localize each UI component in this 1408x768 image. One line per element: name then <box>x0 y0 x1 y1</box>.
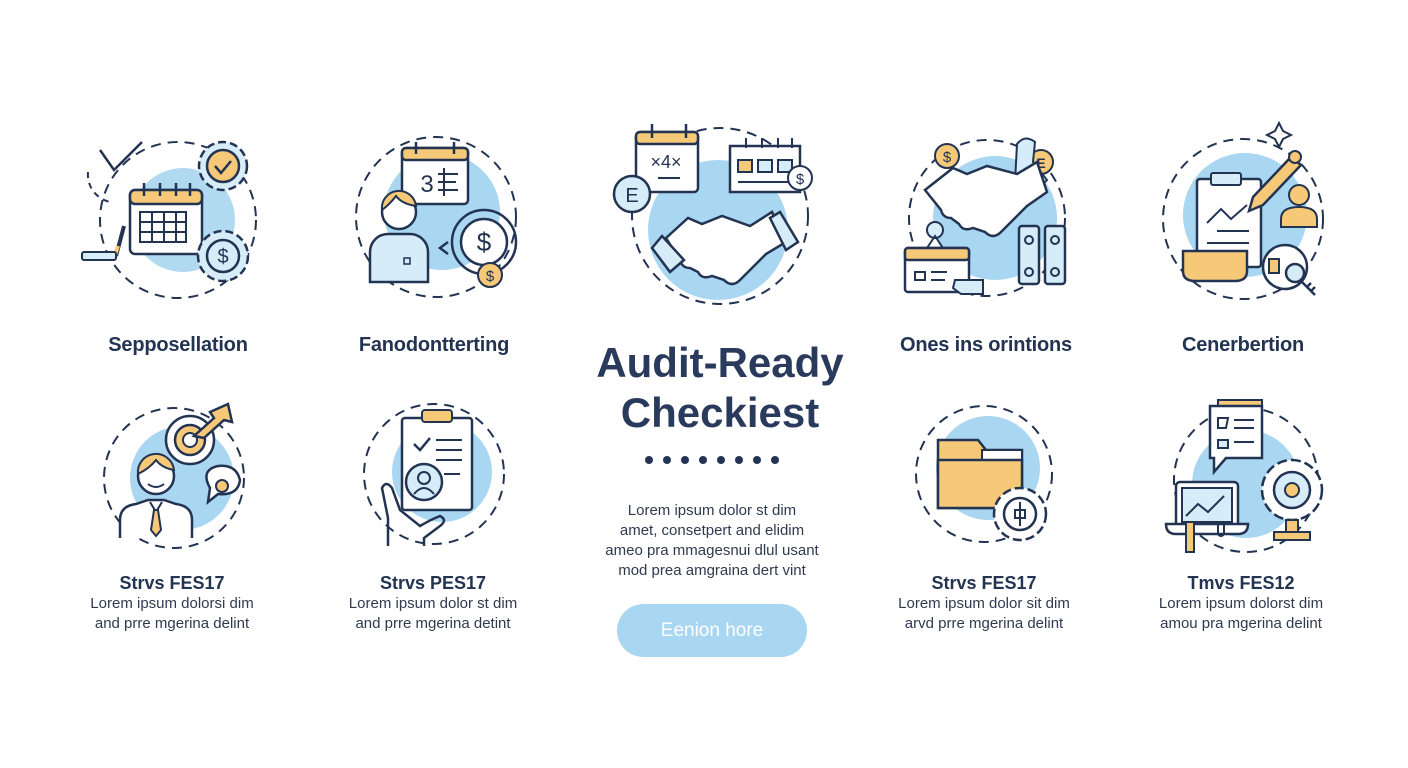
svg-text:×4×: ×4× <box>650 152 681 172</box>
desc-line: ameo pra mmagesnui dlul usant <box>605 542 819 559</box>
clipboard-hand-icon <box>360 400 515 550</box>
dot <box>771 456 779 464</box>
title-line-2: Checkiest <box>620 389 820 436</box>
top-label-1: Sepposellation <box>108 334 248 356</box>
svg-text:$: $ <box>796 171 805 188</box>
top-label-2: Fanodontterting <box>358 334 510 356</box>
top-label-4: Ones ins orintions <box>900 334 1072 356</box>
handshake-calendars-icon: ×4× E $ <box>608 120 823 310</box>
svg-text:$: $ <box>943 149 952 166</box>
bottom-item-title: Strvs FES17 <box>931 573 1037 593</box>
dot <box>735 456 743 464</box>
dot-divider <box>645 456 779 464</box>
top-label-5: Cenerbertion <box>1181 334 1305 356</box>
bottom-item-desc: amou pra mgerina delint <box>1160 615 1322 632</box>
bottom-item-desc: Lorem ipsum dolorsi dim <box>90 595 254 612</box>
laptop-checklist-gear-icon <box>1160 396 1330 554</box>
desc-line: Lorem ipsum dolor st dim <box>627 502 797 519</box>
desc-line: mod prea amgraina dert vint <box>618 562 806 579</box>
dot <box>717 456 725 464</box>
bottom-item-2: Strvs PES17 Lorem ipsum dolor st dim and… <box>349 572 517 634</box>
bottom-item-title: Tmvs FES12 <box>1187 573 1295 593</box>
cta-button[interactable]: Eenion hore <box>617 604 807 657</box>
bottom-item-desc: Lorem ipsum dolor st dim <box>348 595 518 612</box>
bottom-item-desc: Lorem ipsum dolor sit dim <box>898 595 1070 612</box>
svg-text:$: $ <box>477 227 492 257</box>
svg-text:$: $ <box>217 246 228 268</box>
bottom-item-desc: Lorem ipsum dolorst dim <box>1158 595 1324 612</box>
center-description: Lorem ipsum dolor st dim amet, consetper… <box>605 501 818 581</box>
dot <box>681 456 689 464</box>
businessman-target-icon <box>100 398 260 550</box>
title-line-1: Audit-Ready <box>596 339 844 386</box>
dot <box>645 456 653 464</box>
bottom-item-desc: arvd prre mgerina delint <box>904 615 1064 632</box>
svg-text:E: E <box>1036 155 1045 171</box>
calendar-gears-icon: $ <box>78 128 268 308</box>
bottom-item-1: Strvs FES17 Lorem ipsum dolorsi dim and … <box>90 572 253 634</box>
dot <box>663 456 671 464</box>
svg-text:E: E <box>625 185 638 207</box>
bottom-item-title: Strvs FES17 <box>119 573 225 593</box>
bottom-item-desc: and prre mgerina delint <box>94 615 250 632</box>
folder-gear-icon <box>912 400 1062 550</box>
document-pen-user-icon <box>1155 115 1340 310</box>
bottom-item-title: Strvs PES17 <box>379 573 487 593</box>
bottom-item-4: Tmvs FES12 Lorem ipsum dolorst dim amou … <box>1159 572 1323 634</box>
handshake-binders-icon: $ E <box>895 128 1080 308</box>
bottom-item-desc: and prre mgerina detint <box>355 615 511 632</box>
bottom-item-3: Strvs FES17 Lorem ipsum dolor sit dim ar… <box>898 572 1070 634</box>
svg-text:$: $ <box>486 268 495 285</box>
desc-line: amet, consetpert and elidim <box>619 522 805 539</box>
page-title: Audit-Ready Checkiest <box>596 338 843 438</box>
person-calendar-dollar-icon: 3 $ $ <box>352 132 522 307</box>
dot <box>699 456 707 464</box>
svg-text:3: 3 <box>420 171 433 198</box>
dot <box>753 456 761 464</box>
